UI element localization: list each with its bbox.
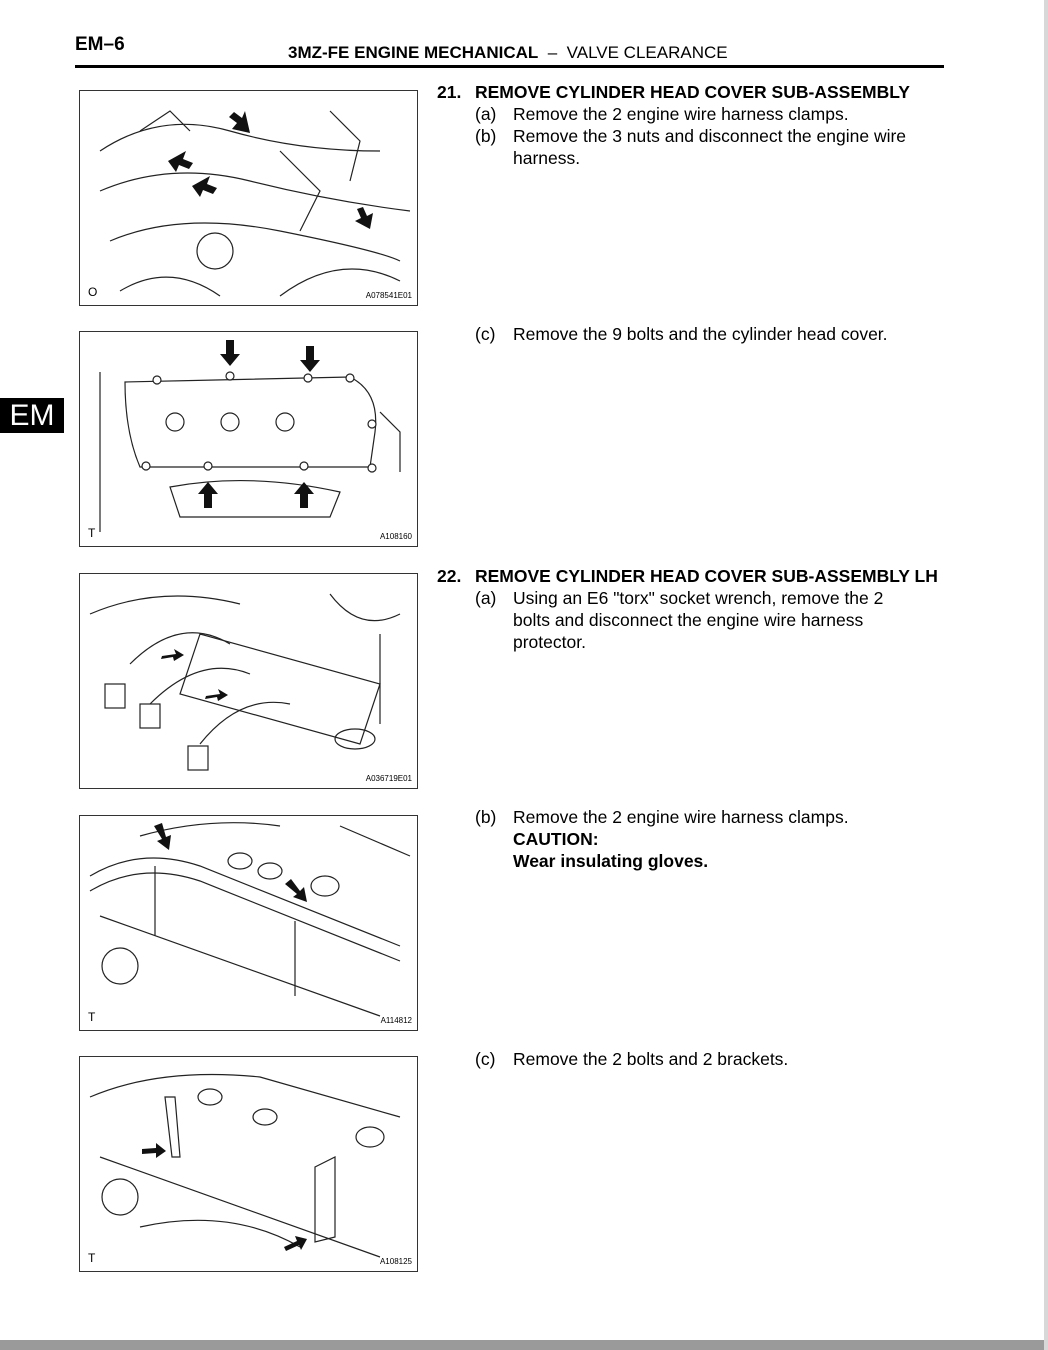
figure-code: A108160 [379, 532, 412, 541]
header-rule [75, 65, 944, 68]
engine-illustration [89, 822, 411, 1017]
figure-code: A114812 [380, 1016, 412, 1025]
figure-code: A036719E01 [365, 774, 412, 783]
step-number: 21. [437, 82, 462, 102]
figure-brackets: T A108125 [79, 1056, 418, 1272]
figure-mark: T [88, 1251, 96, 1265]
figure-head-cover-bolts: T A108160 [79, 331, 418, 547]
item-text: Remove the 3 nuts and disconnect the eng… [513, 126, 907, 168]
item-label: (a) [475, 588, 497, 608]
item-text: Remove the 2 bolts and 2 brackets. [513, 1049, 789, 1069]
step-number: 22. [437, 566, 462, 586]
figure-mark: O [88, 285, 98, 299]
figure-harness-clamps: O A078541E01 [79, 90, 418, 306]
item-text: Remove the 2 engine wire harness clamps. [513, 807, 849, 827]
caution-text: Wear insulating gloves. [513, 851, 709, 871]
viewer-right-edge [1044, 0, 1048, 1350]
item-label: (c) [475, 1049, 496, 1069]
figure-wire-clamps: T A114812 [79, 815, 418, 1031]
item-label: (b) [475, 126, 497, 146]
step-21: 21. REMOVE CYLINDER HEAD COVER SUB-ASSEMB… [437, 81, 943, 169]
step-21-c: (c) Remove the 9 bolts and the cylinder h… [437, 323, 943, 345]
step-22: 22. REMOVE CYLINDER HEAD COVER SUB-ASSEMB… [437, 565, 945, 653]
engine-illustration [89, 593, 401, 771]
em-side-tab: EM [0, 398, 64, 433]
item-label: (c) [475, 324, 496, 344]
figure-mark: T [88, 526, 96, 540]
section-subtitle: VALVE CLEARANCE [566, 43, 728, 62]
item-text: Using an E6 "torx" socket wrench, remove… [513, 588, 884, 652]
figure-harness-protector: A036719E01 [79, 573, 418, 789]
step-title: REMOVE CYLINDER HEAD COVER SUB-ASSEMBLY … [475, 566, 938, 586]
figure-code: A108125 [379, 1257, 412, 1266]
engine-illustration [99, 340, 401, 532]
step-22-b: (b) Remove the 2 engine wire harness cla… [437, 806, 943, 872]
viewer-bottom-edge [0, 1340, 1048, 1350]
section-header: 3MZ-FE ENGINE MECHANICAL – VALVE CLEARAN… [288, 43, 728, 63]
item-text: Remove the 2 engine wire harness clamps. [513, 104, 849, 124]
page-number: EM–6 [75, 34, 125, 55]
header-separator: – [547, 43, 558, 62]
step-title: REMOVE CYLINDER HEAD COVER SUB-ASSEMBLY [475, 82, 910, 102]
item-label: (a) [475, 104, 497, 124]
engine-illustration [99, 110, 411, 297]
item-text: Remove the 9 bolts and the cylinder head… [513, 324, 888, 344]
caution-label: CAUTION: [513, 829, 599, 849]
engine-illustration [89, 1073, 401, 1258]
figure-mark: T [88, 1010, 96, 1024]
item-label: (b) [475, 807, 497, 827]
figure-code: A078541E01 [365, 291, 412, 300]
step-22-c: (c) Remove the 2 bolts and 2 brackets. [437, 1048, 943, 1070]
section-title-bold: 3MZ-FE ENGINE MECHANICAL [288, 43, 539, 62]
